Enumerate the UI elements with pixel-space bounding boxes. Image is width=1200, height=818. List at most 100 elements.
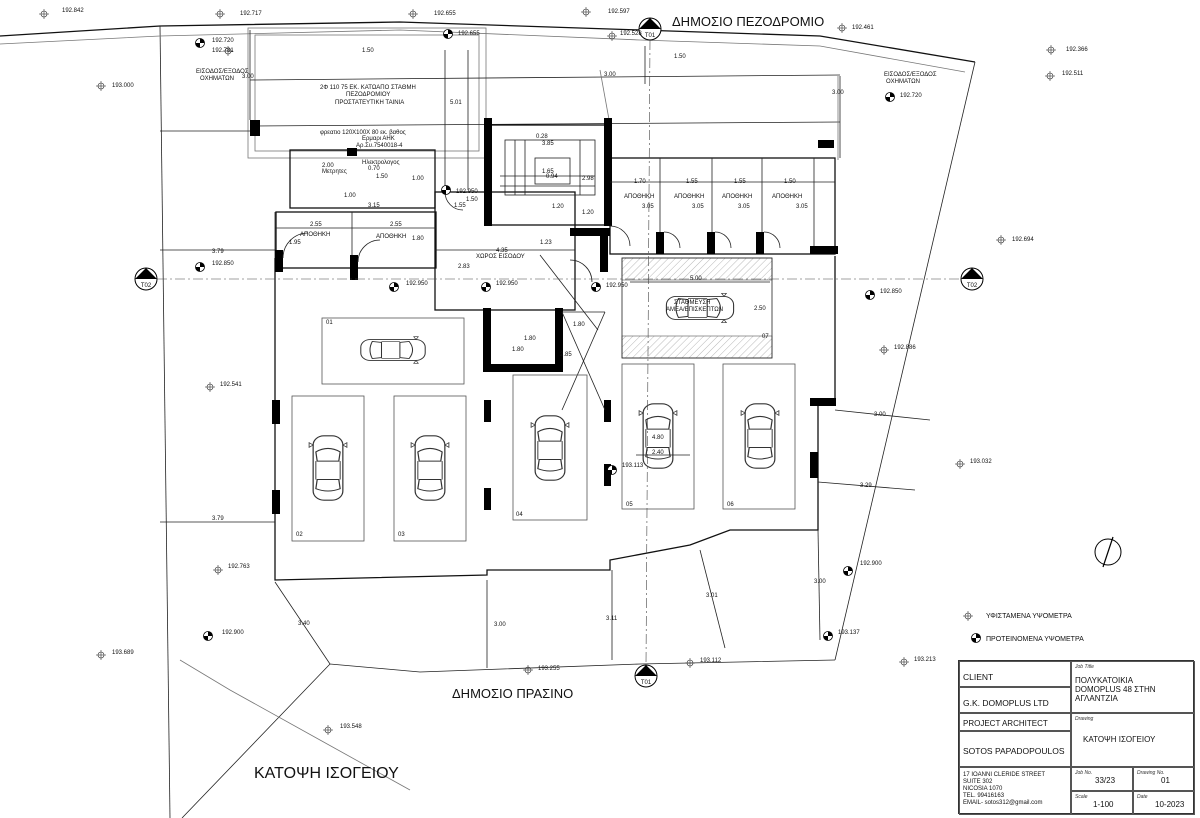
section-label: T01 <box>645 33 656 39</box>
level-value: 192.900 <box>860 561 882 567</box>
section-marker-t01-top: T01 <box>638 17 662 41</box>
level-value: 192.950 <box>496 281 518 287</box>
date: 10-2023 <box>1155 800 1185 809</box>
architect-label: PROJECT ARCHITECT <box>963 719 1048 728</box>
svg-text:3.00: 3.00 <box>874 412 886 418</box>
svg-text:3.00: 3.00 <box>604 72 616 78</box>
date-label: Date <box>1137 794 1148 800</box>
note-line: ΠΡΟΣΤΑΤΕΥΤΙΚΗ ΤΑΙΝΙΑ <box>335 100 404 106</box>
job-no-label: Job No. <box>1075 770 1093 776</box>
manhole-note: Αρ.Συ.7540018-4 <box>356 143 403 149</box>
parking-number: 02 <box>296 532 303 538</box>
level-value: 192.886 <box>894 345 916 351</box>
svg-text:1.80: 1.80 <box>573 322 585 328</box>
structural-walls <box>250 118 838 514</box>
level-value: 192.950 <box>606 283 628 289</box>
client-label: CLIENT <box>963 672 994 682</box>
parking-number: 05 <box>626 502 633 508</box>
drawing-no: 01 <box>1161 776 1170 785</box>
level-value: 193.032 <box>970 459 992 465</box>
job-title-cell: Job Title ΠΟΛΥΚΑΤΟΙΚΙΑ DOMOPLUS 48 ΣΤΗΝ … <box>1071 661 1195 713</box>
manhole-note: Ερμαρι ΑΗΚ <box>362 136 395 142</box>
site-boundary <box>0 21 976 818</box>
svg-text:3.85: 3.85 <box>542 141 554 147</box>
note-line: 2Φ 110 75 ΕΚ. ΚΑΤΩΑΠΟ ΣΤΑΘΜΗ <box>320 85 416 91</box>
room-storage: ΑΠΟΘΗΚΗ <box>722 194 752 200</box>
svg-text:3.79: 3.79 <box>212 249 224 255</box>
level-value: 193.000 <box>112 83 134 89</box>
parking-number: 01 <box>326 320 333 326</box>
address-cell: 17 IOANNI CLERIDE STREET SUITE 302 NICOS… <box>959 767 1071 815</box>
svg-text:0.94: 0.94 <box>546 174 558 180</box>
svg-text:3.05: 3.05 <box>796 204 808 210</box>
manhole-note: φρεατιο 120Χ100Χ 80 εκ. βαθος <box>320 130 406 136</box>
architect-cell: SOTOS PAPADOPOULOS <box>959 731 1071 767</box>
address-line: SUITE 302 <box>963 779 993 785</box>
svg-text:1.70: 1.70 <box>634 179 646 185</box>
address-line: NICOSIA 1070 <box>963 786 1003 792</box>
svg-text:3.00: 3.00 <box>242 74 254 80</box>
drawing-no-cell: Drawing No. 01 <box>1133 767 1195 791</box>
svg-text:1.00: 1.00 <box>344 193 356 199</box>
phone: TEL. 99416163 <box>963 793 1005 799</box>
job-title-line: ΠΟΛΥΚΑΤΟΙΚΙΑ <box>1075 676 1134 685</box>
section-label: T01 <box>641 680 652 686</box>
level-value: 192.842 <box>62 8 84 14</box>
architect-label-cell: PROJECT ARCHITECT <box>959 713 1071 731</box>
room-disabled-parking: ΑΜΕΑ/ΕΠΙΣΚΕΠΤΩΝ <box>666 307 723 313</box>
svg-text:1.80: 1.80 <box>412 236 424 242</box>
svg-text:1.50: 1.50 <box>466 197 478 203</box>
note-line: ΠΕΖΟΔΡΟΜΙΟΥ <box>346 92 390 98</box>
room-storage: ΑΠΟΘΗΚΗ <box>300 232 330 238</box>
room-electric: Ηλεκτρολογος <box>362 160 400 166</box>
north-arrow-icon <box>1094 536 1122 568</box>
svg-text:2.55: 2.55 <box>390 222 402 228</box>
legend-existing: ΥΦΙΣΤΑΜΕΝΑ ΥΨΟΜΕΤΡΑ <box>986 613 1072 620</box>
section-marker-t01-bottom: T01 <box>634 664 658 688</box>
svg-text:1.65: 1.65 <box>542 169 554 175</box>
level-value: 192.720 <box>212 38 234 44</box>
svg-text:2.50: 2.50 <box>754 306 766 312</box>
date-cell: Date 10-2023 <box>1133 791 1195 815</box>
room-meter: Μετρητες <box>322 169 347 175</box>
level-value: 193.213 <box>914 657 936 663</box>
parking-bays <box>291 292 796 542</box>
svg-text:2.55: 2.55 <box>310 222 322 228</box>
level-value: 192.511 <box>1062 71 1084 77</box>
client-label-cell: CLIENT <box>959 661 1071 687</box>
pavement-area <box>247 27 841 160</box>
job-title-label: Job Title <box>1075 664 1094 670</box>
svg-text:0.70: 0.70 <box>368 166 380 172</box>
level-value: 192.366 <box>1066 47 1088 53</box>
room-storage: ΑΠΟΘΗΚΗ <box>376 234 406 240</box>
level-value: 192.655 <box>434 11 456 17</box>
staircase <box>500 139 596 196</box>
annotations: ΕΙΣΟΔΟΣ/ΕΞΟΔΟΣ ΟΧΗΜΑΤΩΝ ΕΙΣΟΔΟΣ/ΕΞΟΔΟΣ Ο… <box>196 69 937 538</box>
svg-text:3.11: 3.11 <box>606 616 618 622</box>
level-value: 192.655 <box>458 31 480 37</box>
svg-text:1.50: 1.50 <box>362 48 374 54</box>
level-value: 192.763 <box>228 564 250 570</box>
drawing-name: ΚΑΤΟΨΗ ΙΣΟΓΕΙΟΥ <box>1083 735 1156 744</box>
svg-text:2.00: 2.00 <box>322 163 334 169</box>
client-name: G.K. DOMOPLUS LTD <box>963 698 1049 708</box>
svg-text:1.23: 1.23 <box>540 240 552 246</box>
svg-text:1.00: 1.00 <box>412 176 424 182</box>
scale-label: Scale <box>1075 794 1088 800</box>
client-cell: G.K. DOMOPLUS LTD <box>959 687 1071 713</box>
svg-text:4.80: 4.80 <box>652 435 664 441</box>
job-title-line: DOMOPLUS 48 ΣΤΗΝ <box>1075 685 1156 694</box>
hatched-zones <box>539 254 773 411</box>
level-value: 193.548 <box>340 724 362 730</box>
svg-text:3.05: 3.05 <box>738 204 750 210</box>
level-value: 192.720 <box>900 93 922 99</box>
level-value: 192.717 <box>240 11 262 17</box>
svg-text:1.20: 1.20 <box>582 210 594 216</box>
svg-text:1.50: 1.50 <box>674 54 686 60</box>
street-south-label: ΔΗΜΟΣΙΟ ΠΡΑΣΙΝΟ <box>452 686 573 701</box>
svg-text:1.55: 1.55 <box>734 179 746 185</box>
dimension-values: 1.50 1.50 3.00 3.00 3.00 5.01 0.28 3.85 … <box>212 48 886 628</box>
svg-text:1.80: 1.80 <box>512 347 524 353</box>
room-storage: ΑΠΟΘΗΚΗ <box>674 194 704 200</box>
